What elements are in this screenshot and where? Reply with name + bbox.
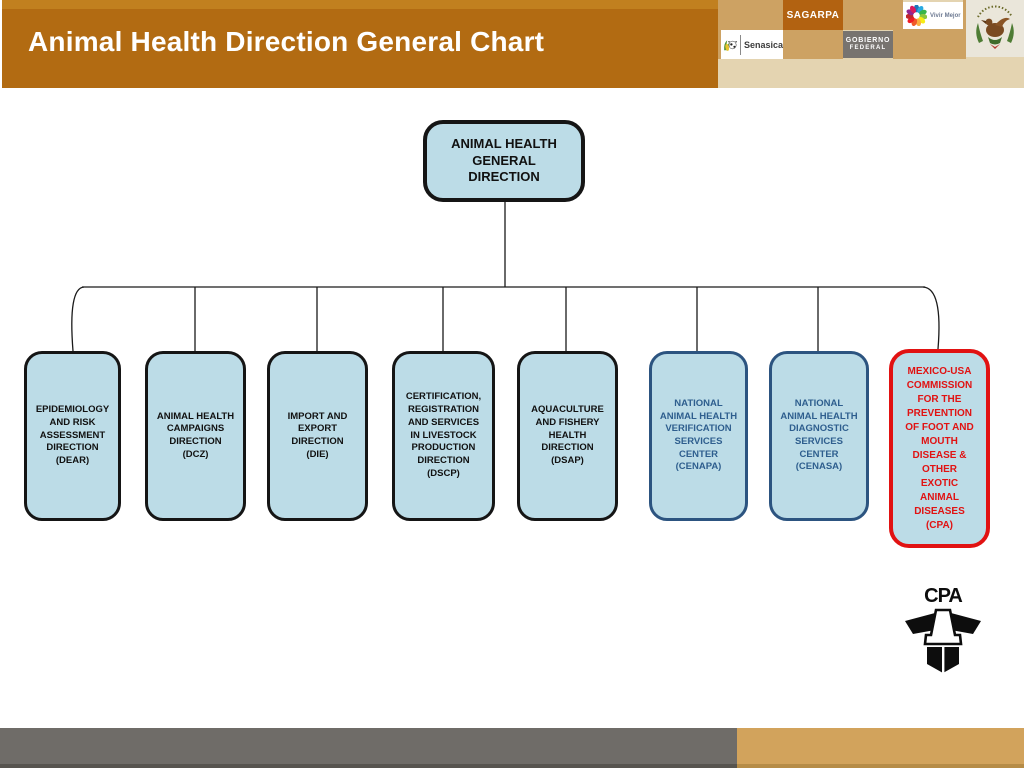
gobierno-federal-logo: GOBIERNO FEDERAL [843, 31, 893, 58]
cpa-anvil-wings-icon [905, 608, 981, 673]
tan-cell [718, 0, 783, 30]
cpa-logo-label: CPA [924, 585, 963, 607]
org-node-dcz: ANIMAL HEALTH CAMPAIGNS DIRECTION (DCZ) [145, 351, 246, 521]
cpa-logo: CPA [901, 586, 985, 678]
senasica-divider [740, 34, 741, 55]
logo-strip: SAGARPA Senasica GOBIERNO FEDER [718, 0, 1024, 88]
footer-gold-segment [737, 728, 1024, 768]
header-top-strip [0, 0, 718, 9]
vivir-mejor-pinwheel-icon [906, 5, 927, 26]
footer-gray-segment [0, 728, 737, 768]
org-node-dscp: CERTIFICATION, REGISTRATION AND SERVICES… [392, 351, 495, 521]
tan-cell [843, 0, 903, 30]
org-node-root: ANIMAL HEALTH GENERAL DIRECTION [423, 120, 585, 202]
org-node-dsap: AQUACULTURE AND FISHERY HEALTH DIRECTION… [517, 351, 618, 521]
tan-cell [718, 30, 721, 59]
gobierno-label-line2: FEDERAL [849, 45, 887, 52]
footer-bar [0, 728, 1024, 768]
senasica-logo: Senasica [721, 30, 783, 59]
sagarpa-logo: SAGARPA [783, 0, 843, 30]
header-left-edge [0, 0, 2, 88]
mexico-coat-of-arms [966, 0, 1024, 57]
tan-cell [783, 30, 843, 59]
org-node-cenasa: NATIONAL ANIMAL HEALTH DIAGNOSTIC SERVIC… [769, 351, 869, 521]
org-node-cpa: MEXICO-USA COMMISSION FOR THE PREVENTION… [889, 349, 990, 548]
tan-cell [893, 29, 966, 59]
vivir-mejor-label: Vivir Mejor [930, 12, 961, 19]
sagarpa-label: SAGARPA [786, 9, 840, 21]
senasica-cow-icon [724, 39, 738, 51]
title-bar: Animal Health Direction General Chart SA… [0, 0, 1024, 88]
org-node-cenapa: NATIONAL ANIMAL HEALTH VERIFICATION SERV… [649, 351, 748, 521]
page-title: Animal Health Direction General Chart [28, 26, 545, 57]
org-node-dear: EPIDEMIOLOGY AND RISK ASSESSMENT DIRECTI… [24, 351, 121, 521]
gobierno-label-line1: GOBIERNO [845, 37, 891, 45]
vivir-mejor-logo: Vivir Mejor [903, 2, 963, 29]
senasica-label: Senasica [743, 39, 783, 50]
org-node-die: IMPORT AND EXPORT DIRECTION (DIE) [267, 351, 368, 521]
mexico-coat-of-arms-icon [976, 4, 1014, 49]
